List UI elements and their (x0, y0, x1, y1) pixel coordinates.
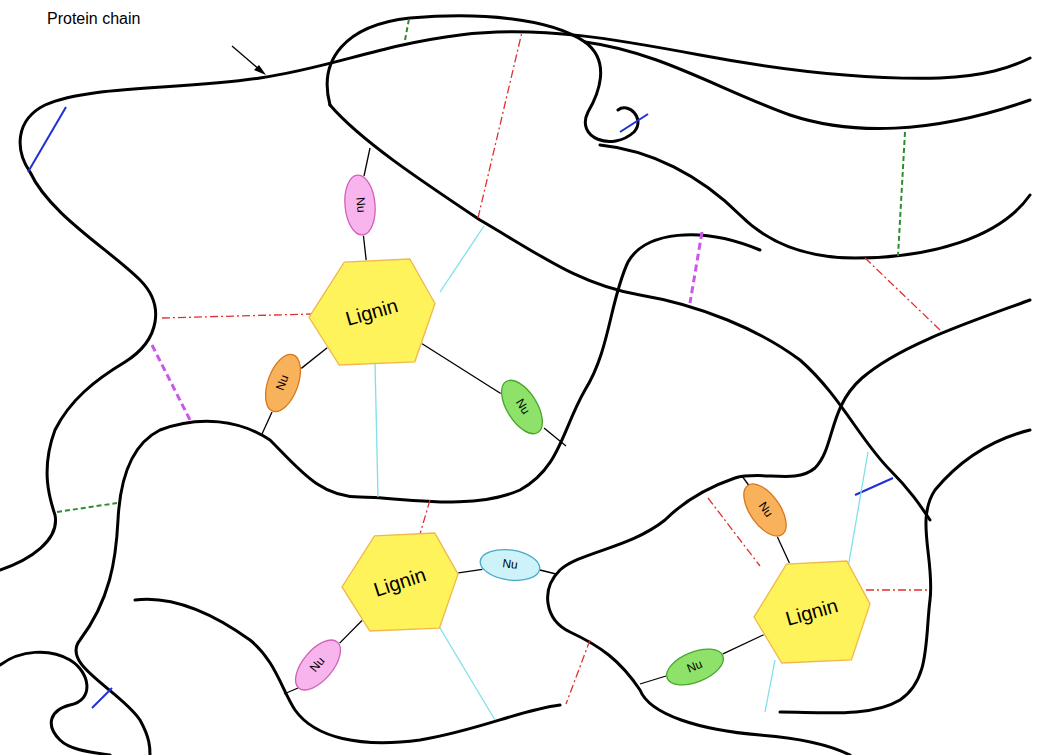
ellipse-shape (493, 374, 550, 441)
ellipse-shape (478, 546, 542, 584)
lignin-hexagon: Lignin (341, 532, 459, 632)
covalent-crosslink (28, 107, 66, 172)
hydrophobic-interaction (848, 452, 868, 568)
lignin-nucleophile-bond (301, 348, 327, 369)
lignin-nucleophile-bond (340, 620, 362, 643)
hydrophobic-interaction (375, 362, 378, 497)
lignin-nucleophile-bond (777, 537, 789, 563)
protein-chain (135, 599, 560, 742)
protein-chain (548, 300, 1030, 755)
ionic-interaction (162, 314, 312, 318)
protein-chain (585, 42, 1030, 129)
hydrogen-bond (898, 132, 905, 256)
nucleophile-ellipse: Nu (734, 475, 796, 544)
ionic-interaction (865, 258, 940, 330)
ellipse-shape (287, 632, 349, 697)
lignin-hexagon: Lignin (308, 258, 436, 366)
nucleophile-bond (540, 570, 556, 574)
hydrophobic-interaction (765, 660, 775, 712)
ionic-interaction (566, 640, 590, 704)
nucleophile-bond (364, 148, 370, 176)
lignin-nucleophile-bond (422, 344, 501, 394)
nucleophile-bond (284, 688, 298, 694)
hexagon-shape (309, 259, 435, 365)
hydrogen-bond (405, 19, 409, 40)
nucleophile-ellipse: Nu (660, 641, 729, 694)
hexagon-shape (754, 561, 870, 663)
disulfide-bridge (690, 232, 702, 303)
nucleophile-bond (262, 412, 272, 434)
covalent-crosslink (620, 114, 648, 132)
hydrogen-bond (57, 503, 117, 512)
leader-line (232, 46, 260, 70)
protein-chain (0, 652, 110, 755)
part-label: Protein chain (45, 9, 142, 29)
ionic-interaction (420, 500, 430, 534)
ellipse-shape (259, 350, 308, 417)
nucleophile-bond (544, 428, 566, 446)
disulfide-bridge (152, 345, 190, 420)
covalent-crosslink (92, 688, 112, 708)
protein-chain (76, 235, 760, 755)
nucleophile-ellipse: Nu (341, 173, 378, 238)
leader-arrowhead (254, 65, 266, 75)
protein-chain (327, 16, 638, 142)
lignin-hexagon: Lignin (753, 560, 871, 664)
lignin-nucleophile-bond (723, 635, 764, 654)
lignin-nucleophile-bond (363, 236, 366, 260)
protein-chain (0, 32, 1030, 570)
ionic-interaction (866, 589, 928, 590)
hydrophobic-interaction (440, 226, 484, 292)
ellipse-shape (736, 477, 795, 543)
nucleophile-label: Nu (501, 557, 518, 572)
nucleophile-bond (640, 676, 666, 684)
hexagon-shape (342, 533, 458, 631)
ionic-interaction (478, 32, 522, 218)
ellipse-shape (342, 174, 377, 236)
nucleophile-ellipse: Nu (257, 348, 308, 417)
nucleophile-ellipse: Nu (492, 372, 552, 442)
nucleophile-label: Nu (353, 197, 367, 213)
ellipse-shape (662, 642, 729, 692)
lignin-nucleophile-bond (458, 569, 482, 573)
protein-chain (600, 145, 1030, 258)
nucleophile-ellipse: Nu (477, 545, 543, 585)
